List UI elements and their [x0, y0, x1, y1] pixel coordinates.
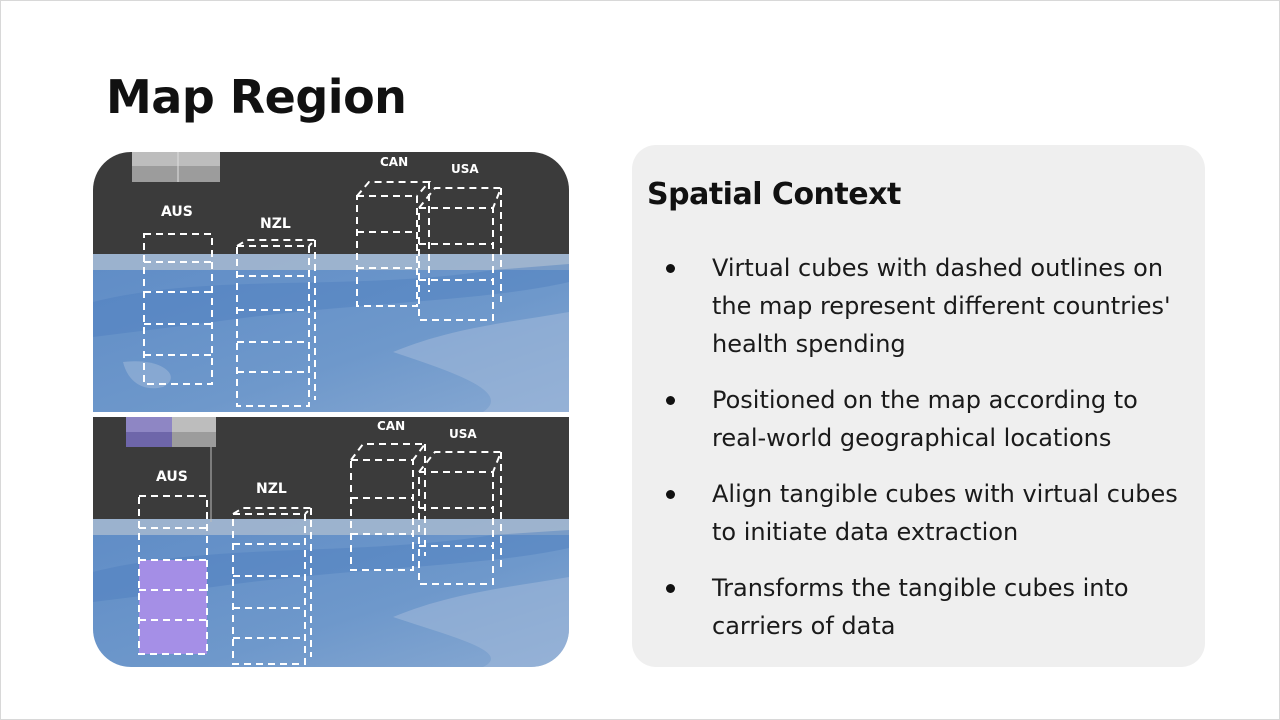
map-region-image: AUS NZL CAN USA	[93, 152, 569, 667]
bullet-text: Transforms the tangible cubes into carri…	[712, 574, 1129, 640]
bottom-label-usa: USA	[449, 427, 477, 441]
virtual-cube-outlines-bottom	[138, 443, 503, 665]
bullet-dot-icon	[666, 396, 675, 405]
bullet-list: Virtual cubes with dashed outlines on th…	[660, 249, 1180, 663]
slide-title: Map Region	[106, 70, 407, 124]
bullet-text: Virtual cubes with dashed outlines on th…	[712, 254, 1171, 358]
list-item: Align tangible cubes with virtual cubes …	[660, 475, 1180, 551]
list-item: Transforms the tangible cubes into carri…	[660, 569, 1180, 645]
card-title: Spatial Context	[647, 177, 901, 212]
bullet-text: Positioned on the map according to real-…	[712, 386, 1138, 452]
top-label-can: CAN	[380, 155, 408, 169]
top-label-aus: AUS	[161, 204, 193, 220]
bullet-dot-icon	[666, 264, 675, 273]
bullet-text: Align tangible cubes with virtual cubes …	[712, 480, 1178, 546]
bottom-label-can: CAN	[377, 419, 405, 433]
bullet-dot-icon	[666, 490, 675, 499]
list-item: Virtual cubes with dashed outlines on th…	[660, 249, 1180, 363]
top-label-usa: USA	[451, 162, 479, 176]
list-item: Positioned on the map according to real-…	[660, 381, 1180, 457]
spatial-context-card: Spatial Context Virtual cubes with dashe…	[632, 145, 1205, 667]
bottom-label-nzl: NZL	[256, 481, 287, 497]
bottom-view: AUS NZL CAN USA	[93, 417, 569, 667]
virtual-cube-outlines	[143, 181, 503, 407]
bullet-dot-icon	[666, 584, 675, 593]
top-view: AUS NZL CAN USA	[93, 152, 569, 412]
bottom-label-aus: AUS	[156, 469, 188, 485]
top-label-nzl: NZL	[260, 216, 291, 232]
